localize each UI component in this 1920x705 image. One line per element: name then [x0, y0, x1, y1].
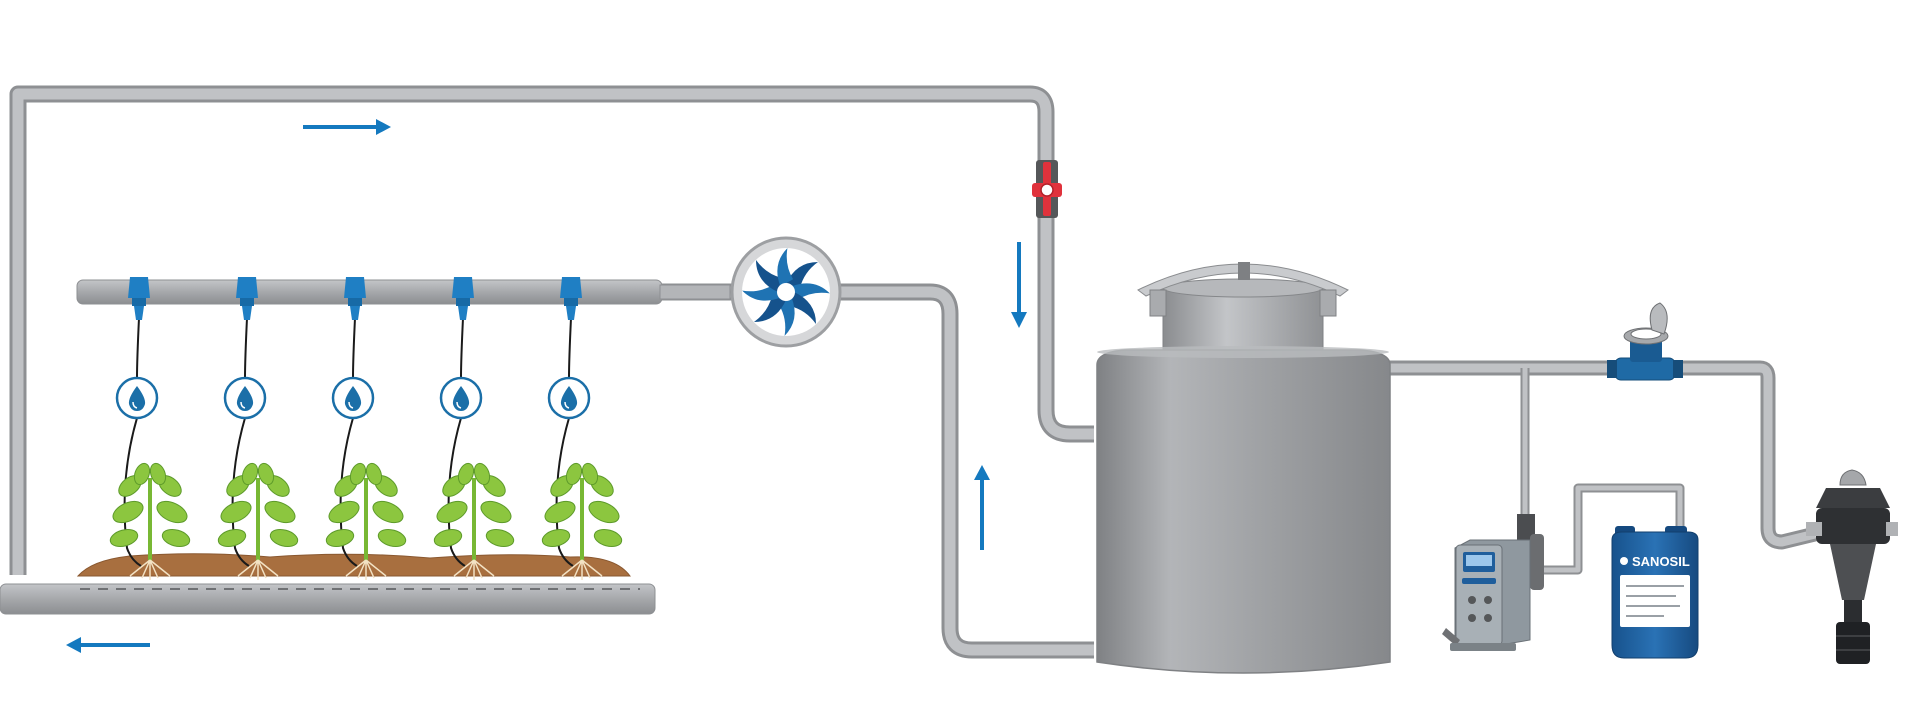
- valve-icon: [1032, 160, 1062, 218]
- plant-icon: [217, 462, 299, 580]
- drip-tube: [339, 317, 358, 567]
- dripper-nozzle: [128, 277, 150, 320]
- injector-icon: [1806, 469, 1898, 664]
- arrow-down-icon: [1011, 242, 1027, 328]
- plant-icon: [541, 462, 623, 580]
- dripper-unit: [217, 277, 299, 580]
- drip-tube: [231, 317, 250, 567]
- water-meter-icon: [1607, 302, 1683, 381]
- dosing-pump-icon: [1442, 514, 1544, 651]
- plant-roots: [345, 559, 387, 580]
- water-drop-icon: [223, 376, 267, 420]
- plant-roots: [453, 559, 495, 580]
- pipe-supply: [660, 283, 1094, 659]
- dripper-nozzle: [452, 277, 474, 320]
- plant-icon: [433, 462, 515, 580]
- dripper-unit: [325, 277, 407, 580]
- water-drop-icon: [547, 376, 591, 420]
- water-drop-icon: [439, 376, 483, 420]
- water-drop-icon: [115, 376, 159, 420]
- drip-tube: [123, 317, 142, 567]
- plant-roots: [561, 559, 603, 580]
- plant-roots: [237, 559, 279, 580]
- pipe-top-return: [9, 85, 1094, 575]
- dripper-nozzle: [344, 277, 366, 320]
- dripper-unit: [541, 277, 623, 580]
- plant-roots: [129, 559, 171, 580]
- water-tank: [1096, 262, 1391, 674]
- canister-icon: SANOSIL: [1611, 526, 1699, 659]
- drain-trough: [0, 583, 656, 615]
- arrow-right-icon: [303, 119, 391, 135]
- drip-tube: [555, 317, 574, 567]
- pipe-dosing-line: [1385, 360, 1817, 550]
- water-drop-icon: [331, 376, 375, 420]
- dripper-unit: [109, 277, 191, 580]
- flow-arrows: [66, 119, 1027, 653]
- canister-brand-label: SANOSIL: [1632, 554, 1690, 569]
- dripper-nozzle: [236, 277, 258, 320]
- pipe-network: [9, 85, 1817, 659]
- plant-icon: [109, 462, 191, 580]
- drip-tube: [447, 317, 466, 567]
- pipe-chemical-suction: [1540, 483, 1685, 575]
- dripper-unit: [433, 277, 515, 580]
- plant-icon: [325, 462, 407, 580]
- arrow-left-icon: [66, 637, 150, 653]
- drip-manifold: [76, 279, 731, 305]
- fan-icon: [730, 236, 842, 348]
- dripper-nozzle: [560, 277, 582, 320]
- arrow-up-icon: [974, 465, 990, 550]
